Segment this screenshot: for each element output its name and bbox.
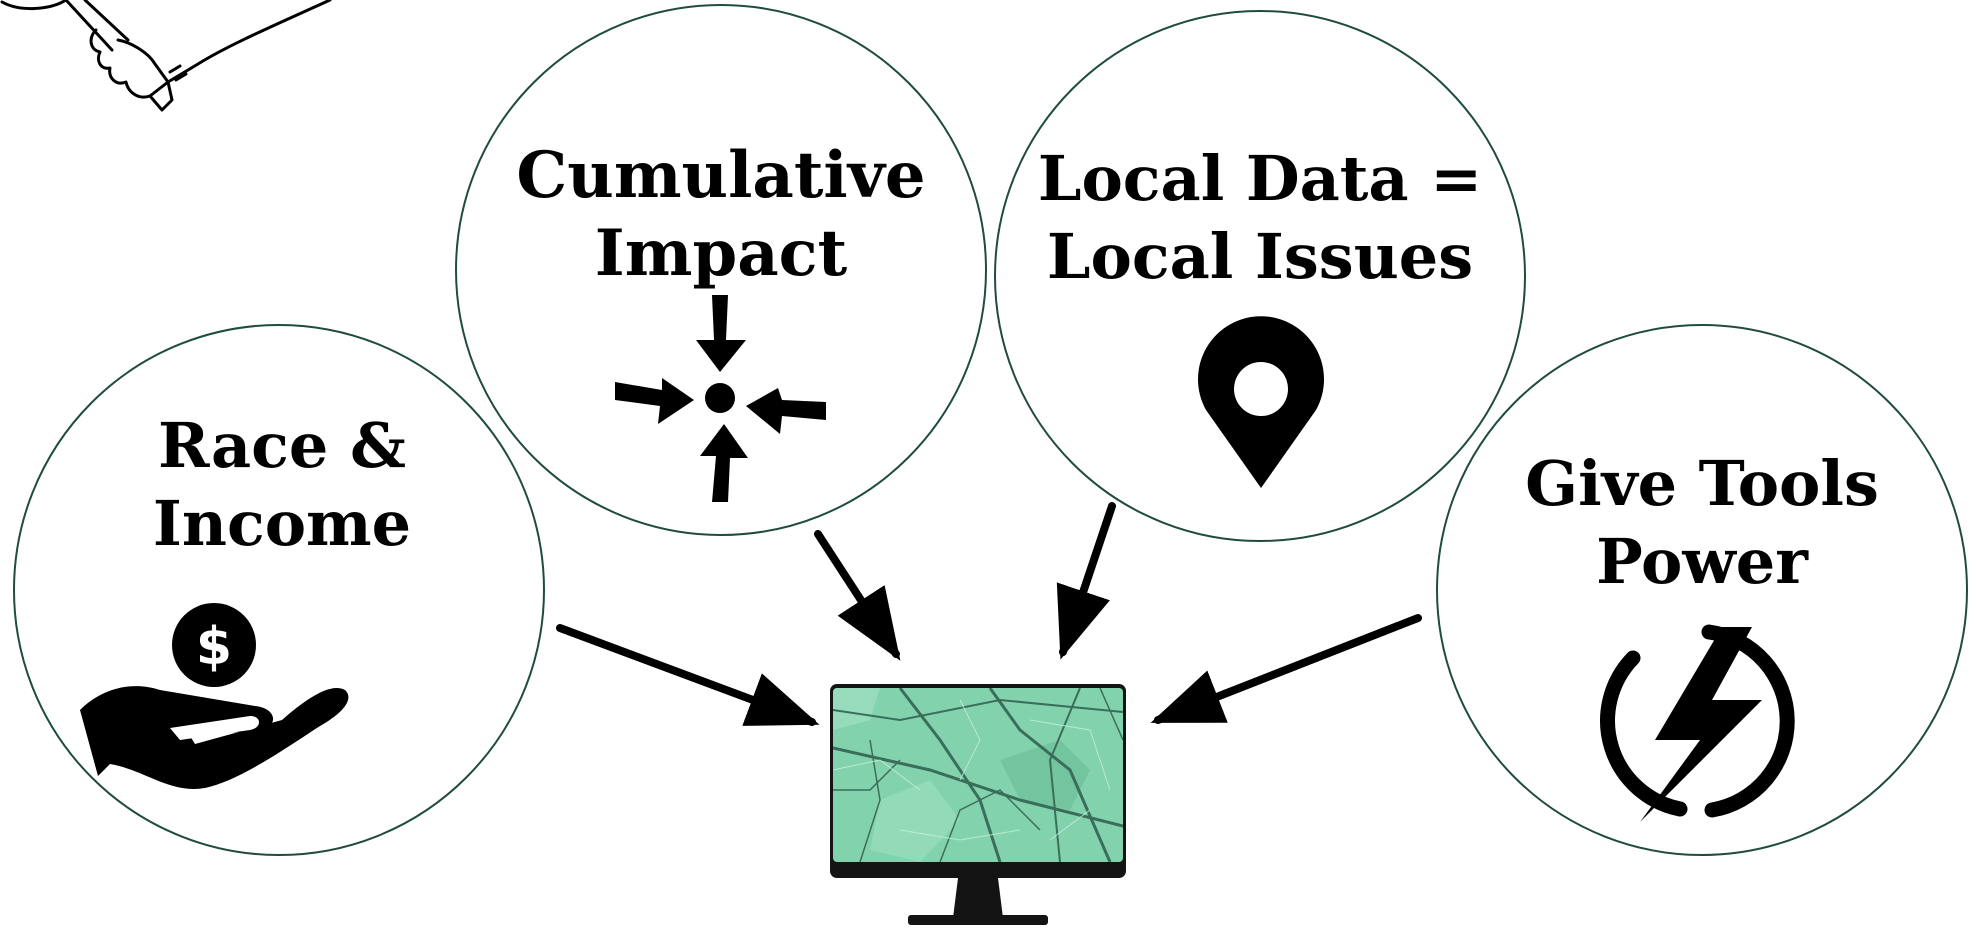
circle-race-income xyxy=(13,324,545,856)
circle-local-data xyxy=(994,10,1526,542)
label-cumulative-impact-line2: Impact xyxy=(595,216,848,291)
label-give-tools-power-line1: Give Tools xyxy=(1525,447,1879,520)
label-race-income-line2: Income xyxy=(153,487,411,560)
circle-give-tools-power xyxy=(1436,324,1968,856)
connector-arrows xyxy=(556,502,1422,726)
label-local-data-line2: Local Issues xyxy=(1047,220,1473,293)
label-cumulative-impact-line1: Cumulative xyxy=(516,138,925,213)
circle-cumulative-impact xyxy=(455,4,987,536)
svg-text:$: $ xyxy=(196,617,232,677)
arrow-race-income-to-monitor xyxy=(556,624,820,726)
hand-drawing-sketch-icon xyxy=(0,0,332,112)
map-pin-icon xyxy=(1197,316,1325,488)
arrow-cumulative-to-monitor xyxy=(814,530,901,661)
converging-arrows-icon xyxy=(615,295,826,502)
label-local-data-line1: Local Data = xyxy=(1038,142,1482,215)
arrow-give-tools-to-monitor xyxy=(1150,614,1422,724)
hand-coin-icon: $ xyxy=(80,603,349,789)
power-bolt-icon xyxy=(1600,624,1795,822)
label-give-tools-power-line2: Power xyxy=(1596,525,1809,598)
arrow-local-data-to-monitor xyxy=(1056,502,1116,660)
computer-monitor-map-icon xyxy=(830,684,1126,925)
label-race-income-line1: Race & xyxy=(158,409,406,482)
